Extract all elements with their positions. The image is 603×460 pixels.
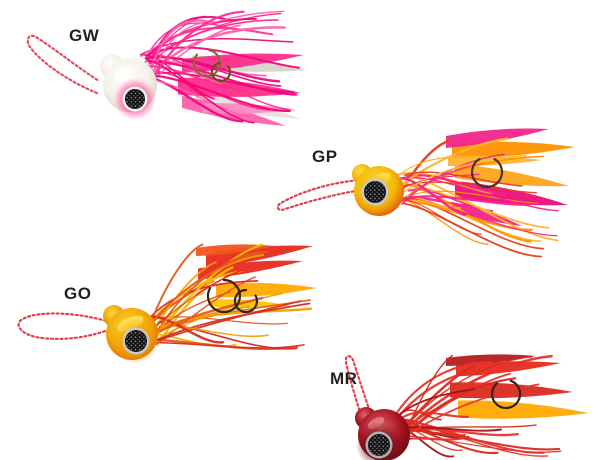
skirt-strand [402, 176, 559, 212]
skirt-strand [149, 302, 311, 345]
skirt-strand [152, 10, 245, 79]
skirt-strand [393, 177, 467, 216]
skirt-strand [143, 250, 268, 333]
tail-blade [446, 354, 536, 366]
cord-loop [17, 312, 110, 340]
skirt-strand [149, 341, 305, 349]
skirt-strand [153, 296, 264, 336]
hook [206, 278, 242, 314]
cord-loop [344, 355, 384, 449]
skirt-strand [401, 199, 482, 235]
lure-go [17, 243, 317, 365]
skirt [392, 137, 559, 258]
eye [114, 78, 156, 120]
lure-label-gw: GW [69, 26, 100, 45]
skirt-strand [153, 24, 241, 81]
skirt-strand [152, 74, 291, 113]
lure-gp [276, 128, 575, 258]
hook [490, 379, 522, 410]
eye [351, 168, 399, 216]
skirt-strand [399, 137, 509, 187]
tail-blade [456, 361, 561, 377]
skirt-strand [155, 292, 205, 338]
lure-mr [344, 354, 589, 460]
skirt-strand [150, 280, 259, 318]
skirt-strand [144, 57, 255, 124]
skirt-strand [404, 383, 540, 438]
skirt [139, 10, 300, 124]
hook [233, 288, 259, 314]
tail-blade [216, 282, 317, 298]
head-shine [113, 67, 131, 79]
skirt-strand [147, 292, 284, 346]
tail-blade [446, 128, 549, 148]
skirt-strand [396, 424, 537, 434]
skirt-strand [152, 315, 225, 344]
skirt-strand [405, 195, 530, 206]
tail-blade [452, 202, 522, 226]
cord-loop [276, 178, 365, 212]
lure-label-mr: MR [330, 369, 358, 388]
cord-loop [26, 34, 101, 95]
hook [192, 49, 222, 78]
lure-gw [26, 10, 307, 126]
skirt [391, 354, 562, 458]
skirt-strand [151, 79, 266, 120]
skirt-strand [145, 46, 300, 69]
skirt-strand [145, 22, 232, 58]
skirt-strand [399, 411, 470, 421]
skirt-strand [157, 300, 302, 342]
tail-blade [452, 141, 575, 159]
skirt-strand [153, 251, 260, 338]
skirt-strand [404, 171, 523, 187]
tail-blade [458, 400, 589, 419]
skirt-strand [392, 361, 495, 419]
skirt-strand [157, 291, 231, 332]
skirt-strand [140, 10, 285, 58]
eye [355, 421, 403, 460]
lure-label-go: GO [64, 284, 92, 303]
skirt-strand [398, 418, 545, 454]
skirt [143, 243, 313, 351]
skirt-strand [141, 65, 249, 92]
skirt-strand [148, 19, 208, 74]
skirt-strand [405, 195, 542, 242]
skirt-strand [152, 27, 274, 55]
hook [210, 62, 232, 83]
skirt-strand [396, 155, 490, 178]
eye [112, 317, 160, 365]
hook [470, 157, 504, 189]
skirt-strand [393, 155, 527, 200]
lure-label-gp: GP [312, 147, 338, 166]
skirt-strand [395, 388, 475, 418]
skirt-strand [397, 196, 558, 237]
skirt-strand [403, 174, 559, 242]
skirt-strand [401, 199, 461, 209]
skirt-strand [404, 427, 463, 451]
skirt-strand [148, 269, 244, 333]
skirt-strand [406, 190, 539, 204]
